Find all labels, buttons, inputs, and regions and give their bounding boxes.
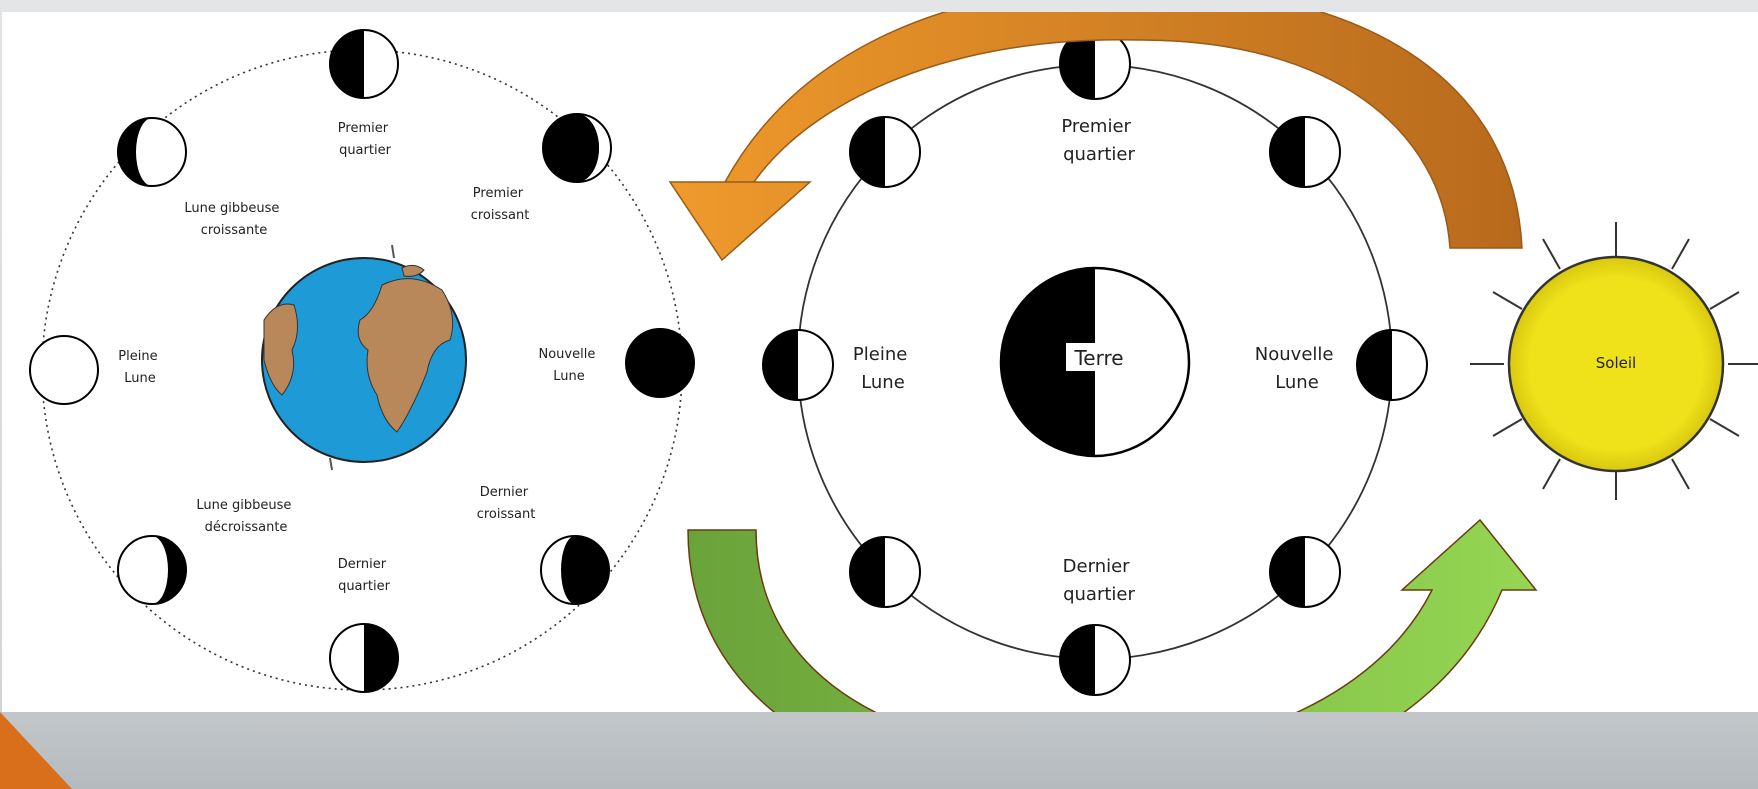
left-orbit-diagram: Premier quartier Premier croissant Lune … xyxy=(29,29,695,693)
left-label-premier-quartier: Premier quartier xyxy=(338,121,392,158)
diagram-panel: Premier quartier Premier croissant Lune … xyxy=(2,12,1758,712)
left-label-dernier-quartier: Dernier quartier xyxy=(338,557,391,594)
right-moon-upper-left xyxy=(849,116,921,188)
orange-curved-arrow-icon xyxy=(668,12,1523,262)
left-moon-upper-left xyxy=(117,117,187,187)
terre-label: Terre xyxy=(1073,346,1123,370)
earth-globe-icon xyxy=(261,244,467,471)
right-moon-lower-right xyxy=(1269,536,1341,608)
left-label-dernier-croissant: Dernier croissant xyxy=(477,485,536,522)
terre-half-lit-icon xyxy=(999,266,1191,458)
left-moon-lower-right xyxy=(540,535,610,605)
left-label-nouvelle-lune: Nouvelle Lune xyxy=(539,347,600,384)
left-label-lune-gibbeuse-decroissante: Lune gibbeuse décroissante xyxy=(196,498,295,535)
left-moon-bottom xyxy=(329,623,399,693)
right-moon-bottom xyxy=(1059,624,1131,696)
moon-phases-diagram: Premier quartier Premier croissant Lune … xyxy=(29,12,1758,712)
right-label-pleine-lune: Pleine Lune xyxy=(853,344,913,393)
left-moon-left xyxy=(29,335,99,405)
right-moon-top xyxy=(1059,28,1131,100)
right-moon-right xyxy=(1356,329,1428,401)
right-label-nouvelle-lune: Nouvelle Lune xyxy=(1255,344,1339,393)
left-moon-top xyxy=(329,29,399,99)
left-moon-upper-right xyxy=(542,113,612,183)
green-curved-arrow-icon xyxy=(687,518,1538,712)
soleil-sun-icon xyxy=(1470,222,1758,500)
soleil-label: Soleil xyxy=(1596,354,1636,372)
right-orbit-diagram: Terre xyxy=(762,28,1428,696)
right-label-premier-quartier: Premier quartier xyxy=(1061,116,1136,165)
right-moon-lower-left xyxy=(849,536,921,608)
left-label-lune-gibbeuse-croissante: Lune gibbeuse croissante xyxy=(184,201,283,238)
right-moon-left xyxy=(762,329,834,401)
left-moon-right xyxy=(625,328,695,398)
left-label-pleine-lune: Pleine Lune xyxy=(118,349,161,386)
right-label-dernier-quartier: Dernier quartier xyxy=(1063,556,1136,605)
right-moon-upper-right xyxy=(1269,116,1341,188)
left-label-premier-croissant: Premier croissant xyxy=(471,186,530,223)
corner-accent-triangle xyxy=(0,712,72,789)
bottom-band xyxy=(0,712,1758,789)
left-moon-lower-left xyxy=(117,535,187,605)
